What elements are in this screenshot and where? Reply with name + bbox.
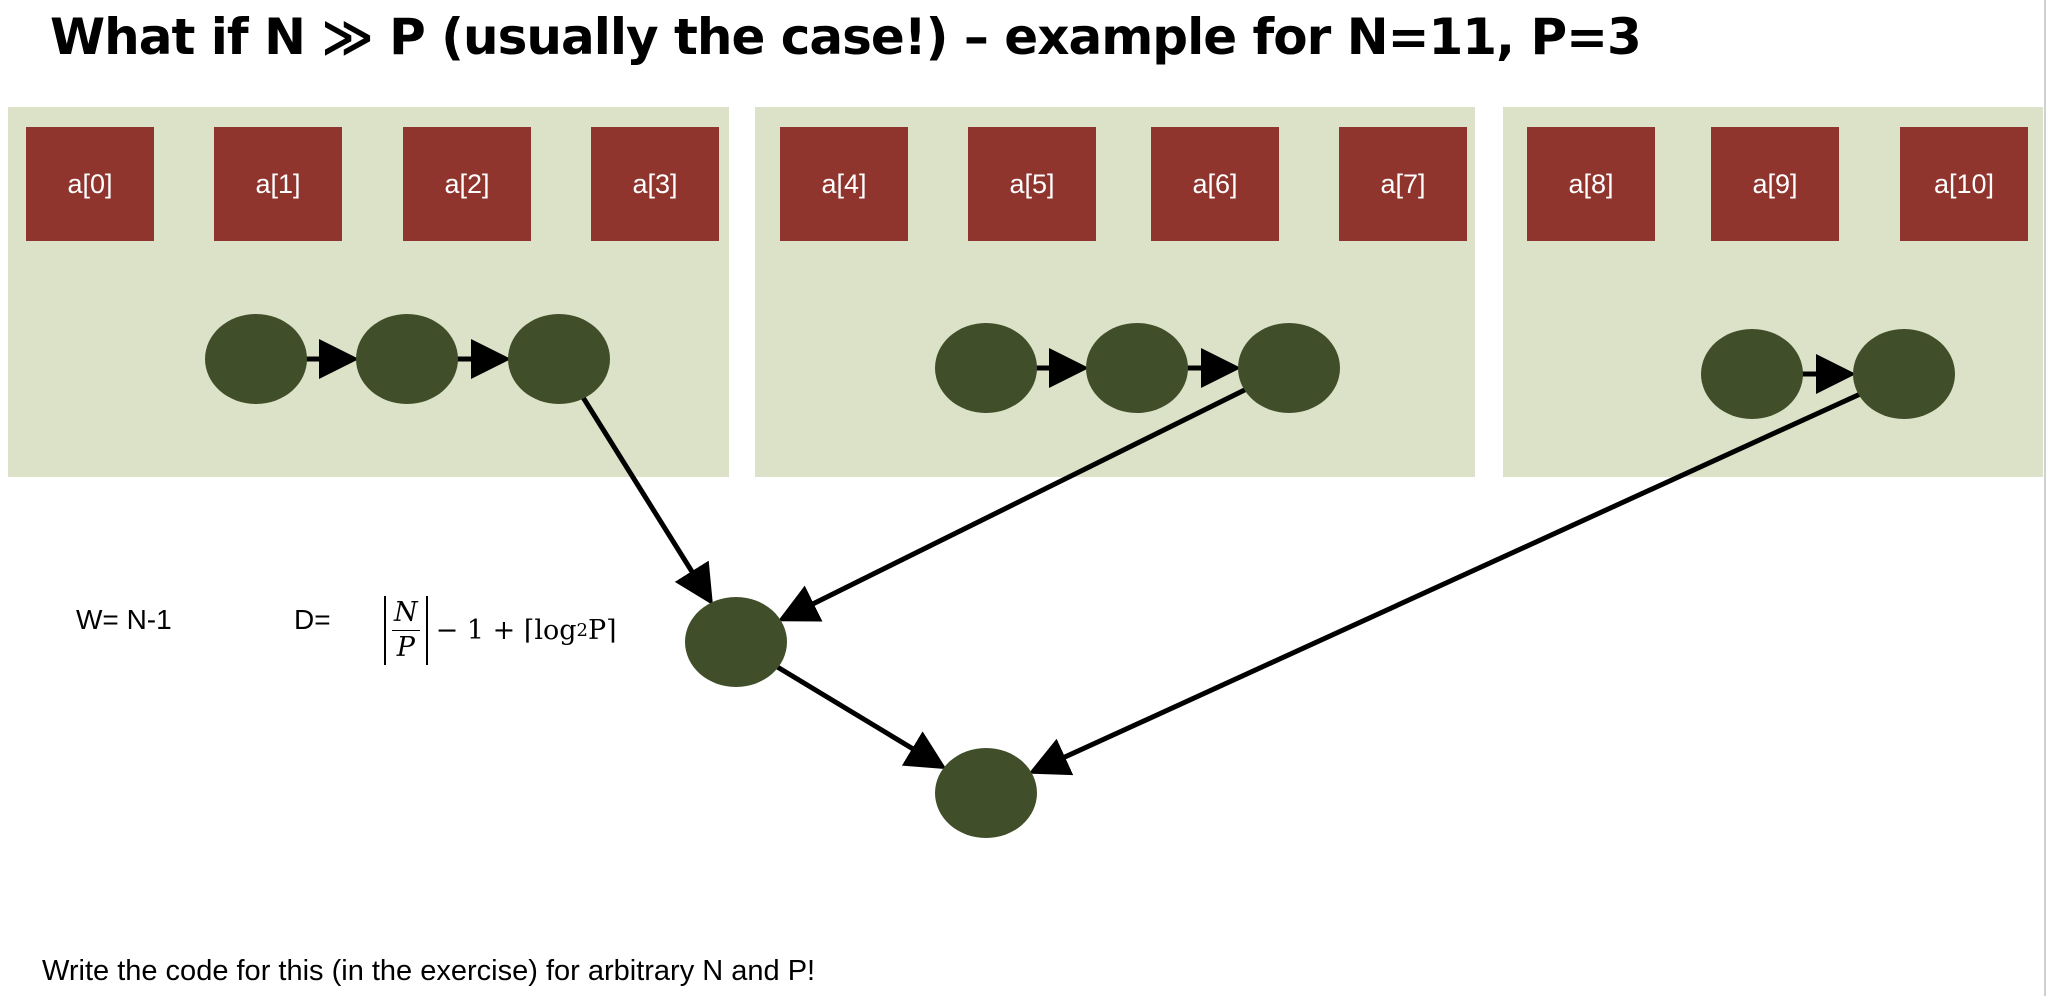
array-cell: a[9] <box>1711 127 1839 241</box>
fraction-denominator: P <box>396 631 415 663</box>
work-formula: W= N-1 <box>76 604 172 636</box>
depth-tail: P⌉ <box>587 614 617 646</box>
sum-node <box>508 314 610 404</box>
sum-node <box>356 314 458 404</box>
ceil-fraction: N P <box>384 595 428 665</box>
dependency-arrow <box>777 386 1248 622</box>
sum-node <box>1853 329 1955 419</box>
sum-node <box>1701 329 1803 419</box>
result-node <box>935 748 1037 838</box>
slide-title: What if N ≫ P (usually the case!) – exam… <box>50 8 1642 66</box>
sum-node <box>205 314 307 404</box>
array-cell: a[3] <box>591 127 719 241</box>
depth-label: D= <box>294 604 331 635</box>
slide-edge <box>2044 0 2046 996</box>
array-cell: a[0] <box>26 127 154 241</box>
sum-node <box>935 323 1037 413</box>
array-cell: a[1] <box>214 127 342 241</box>
work-value: N-1 <box>126 604 172 635</box>
array-cell: a[2] <box>403 127 531 241</box>
sum-node <box>1086 323 1188 413</box>
fraction-numerator: N <box>392 596 420 631</box>
array-cell: a[5] <box>968 127 1096 241</box>
work-label: W= <box>76 604 119 635</box>
dependency-arrow <box>580 395 713 606</box>
log-subscript: 2 <box>576 619 588 641</box>
dependency-arrow <box>775 664 947 770</box>
array-cell: a[4] <box>780 127 908 241</box>
dependency-arrow <box>1028 391 1862 776</box>
sum-node <box>1238 323 1340 413</box>
array-cell: a[7] <box>1339 127 1467 241</box>
merge-node <box>685 597 787 687</box>
footer-instruction: Write the code for this (in the exercise… <box>42 955 816 987</box>
array-cell: a[8] <box>1527 127 1655 241</box>
array-cell: a[10] <box>1900 127 2028 241</box>
depth-rest: − 1 + ⌈log <box>435 614 577 646</box>
array-cell: a[6] <box>1151 127 1279 241</box>
